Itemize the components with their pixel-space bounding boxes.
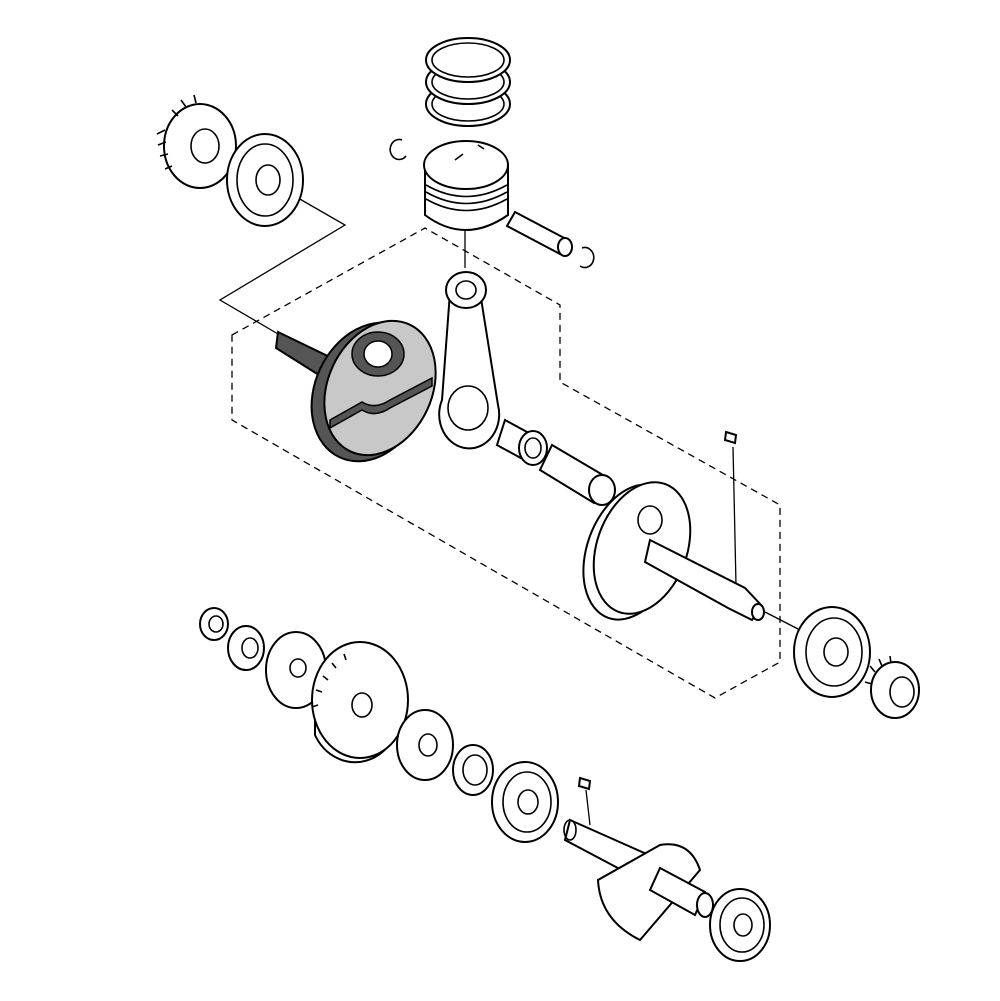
piston-pin[interactable] — [505, 210, 573, 257]
circlip-left[interactable] — [389, 138, 407, 161]
bearing-top-left[interactable] — [226, 133, 304, 227]
gear-top-left[interactable] — [156, 94, 237, 189]
crankshaft-assembled[interactable] — [563, 818, 714, 942]
thrust-washer[interactable] — [396, 709, 454, 781]
keyed-disc[interactable] — [265, 631, 327, 709]
connecting-rod[interactable] — [438, 271, 501, 450]
right-bearing-leader-line — [764, 611, 801, 631]
gear-right[interactable] — [864, 655, 920, 719]
crank-half-left[interactable] — [274, 303, 457, 481]
lock-washer[interactable] — [227, 625, 265, 671]
spacer[interactable] — [452, 744, 494, 796]
bearing-right[interactable] — [793, 606, 871, 698]
crankshaft-assembly-dashed-outline — [231, 227, 781, 699]
piston-rings[interactable] — [425, 37, 511, 127]
bearing-leader-line — [218, 197, 347, 335]
bearing-lower[interactable] — [491, 761, 559, 843]
woodruff-key-lower[interactable] — [577, 776, 592, 791]
nut[interactable] — [199, 607, 229, 641]
circlip-right[interactable] — [579, 246, 595, 269]
crank-half-right[interactable] — [566, 469, 765, 633]
bearing-bottom-right[interactable] — [709, 888, 771, 962]
piston[interactable] — [423, 140, 509, 231]
gear-lower[interactable] — [311, 641, 409, 764]
woodruff-key-top[interactable] — [723, 430, 738, 445]
needle-bearing[interactable] — [495, 418, 548, 466]
key-lower-leader-line — [585, 789, 591, 826]
crank-pin[interactable] — [538, 443, 616, 506]
key-leader-line — [732, 446, 737, 586]
